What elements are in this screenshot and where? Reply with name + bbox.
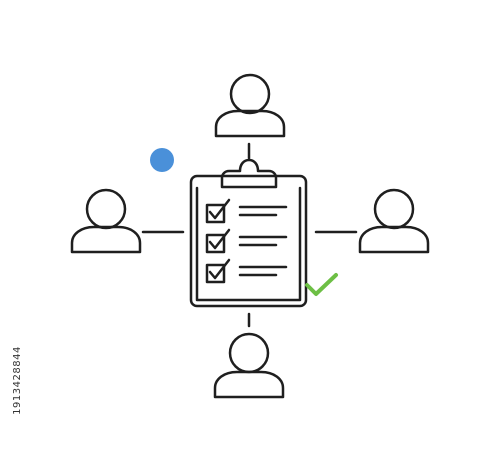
stock-id-text: 1913428844 bbox=[11, 345, 23, 415]
clipboard-clip bbox=[220, 158, 278, 189]
blue-dot-icon bbox=[150, 148, 174, 172]
check-mark bbox=[208, 228, 231, 250]
clipboard-paper bbox=[195, 186, 302, 302]
checklist-item bbox=[205, 228, 288, 254]
person-icon-bottom bbox=[213, 332, 285, 399]
person-icon-top bbox=[214, 73, 286, 138]
checkbox bbox=[205, 203, 226, 224]
checklist-item bbox=[205, 258, 288, 284]
check-mark bbox=[208, 198, 231, 220]
connector-lines bbox=[141, 142, 358, 328]
checkbox bbox=[205, 263, 226, 284]
checkmark-icon bbox=[305, 273, 338, 296]
clipboard-checklist-icon bbox=[189, 158, 308, 308]
check-mark bbox=[208, 258, 231, 280]
checklist-item bbox=[205, 198, 288, 224]
person-icon-right bbox=[358, 188, 430, 254]
checkbox bbox=[205, 233, 226, 254]
person-icon-left bbox=[70, 188, 142, 254]
stock-id-label: 1913428844 bbox=[10, 300, 24, 460]
clipboard-board bbox=[189, 174, 308, 308]
